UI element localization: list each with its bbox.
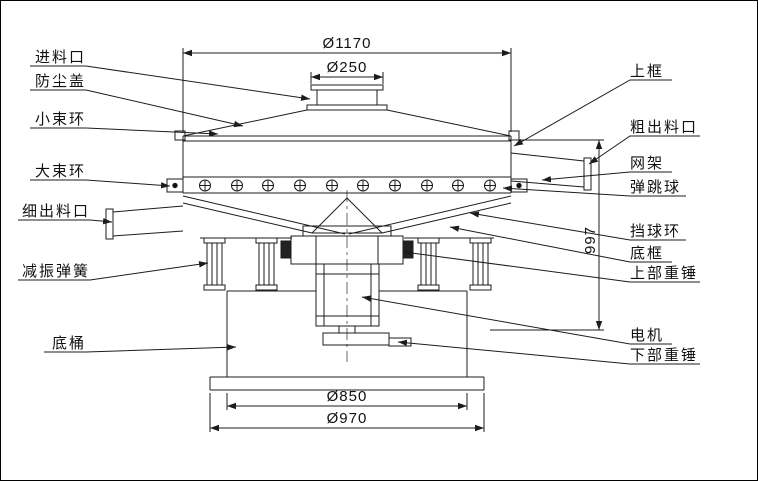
dim-height-text: 997 (582, 226, 599, 254)
dimension-base-inner (226, 393, 468, 410)
bottom-frame-cone (182, 195, 512, 235)
damping-springs (200, 237, 494, 291)
label-bottom-frame: 底框 (630, 245, 664, 262)
label-coarse-outlet: 粗出料口 (630, 119, 698, 136)
label-fine-outlet: 细出料口 (22, 203, 90, 220)
leader-lines-right (361, 79, 700, 365)
label-damping-spring: 减振弹簧 (22, 263, 90, 280)
label-mesh-frame: 网架 (630, 155, 664, 172)
label-feed-inlet: 进料口 (35, 49, 86, 66)
label-motor: 电机 (630, 327, 664, 344)
dim-base-outer-text: Ø970 (327, 410, 368, 427)
label-large-clamp-ring: 大束环 (35, 163, 86, 180)
label-dust-cover: 防尘盖 (35, 73, 86, 90)
coarse-outlet (510, 152, 592, 191)
label-bouncing-ball: 弹跳球 (630, 179, 681, 196)
inlet-pipe (306, 84, 388, 111)
dimension-base-outer (209, 393, 485, 432)
dim-top-outer-text: Ø1170 (323, 35, 372, 52)
label-upper-frame: 上框 (630, 63, 664, 80)
dim-base-inner-text: Ø850 (327, 388, 368, 405)
label-ball-stop-ring: 挡球环 (630, 223, 681, 240)
dim-inlet-text: Ø250 (327, 59, 368, 76)
leader-lines-left (18, 65, 311, 353)
label-upper-weight: 上部重锤 (630, 265, 698, 282)
dust-cover (182, 109, 512, 142)
dimension-top-outer (182, 48, 512, 132)
label-base-barrel: 底桶 (52, 335, 86, 352)
base-barrel (209, 290, 485, 391)
upper-frame (182, 136, 512, 177)
label-lower-weight: 下部重锤 (630, 347, 698, 364)
label-small-clamp-ring: 小束环 (35, 111, 86, 128)
dimension-inlet (310, 72, 384, 84)
